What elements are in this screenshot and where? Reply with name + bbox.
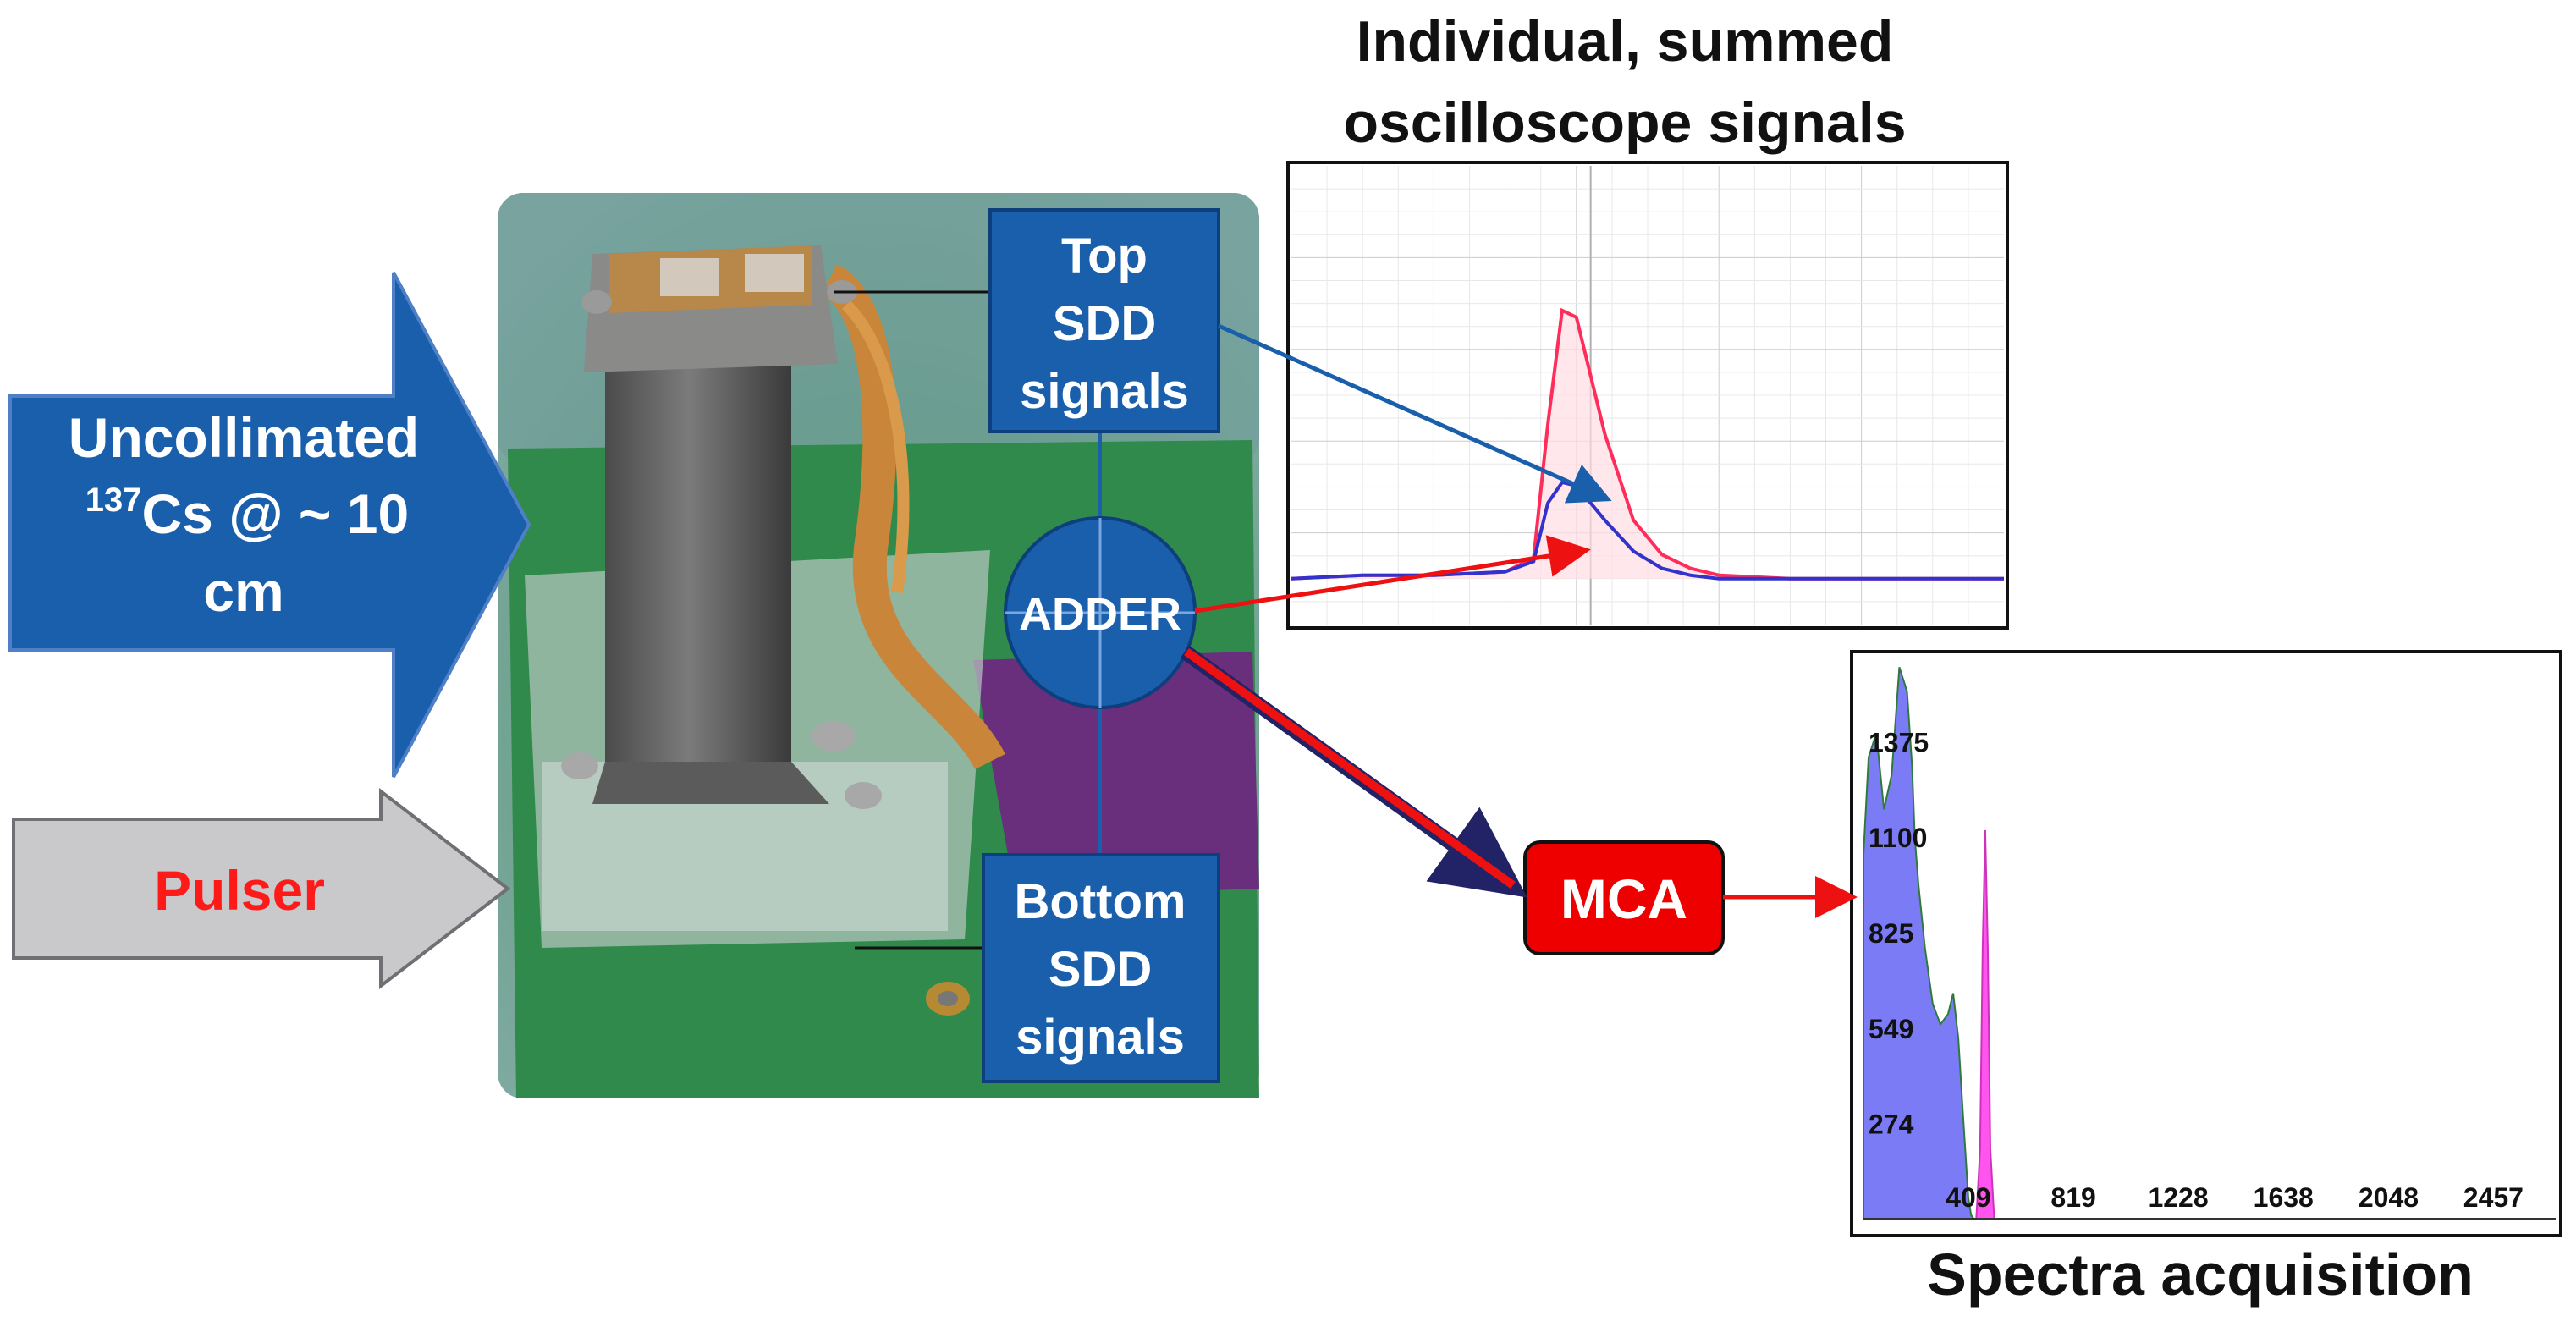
spectrum-y-tick-label: 549: [1869, 1014, 1913, 1044]
oscilloscope-title-line1: Individual, summed: [1357, 9, 1894, 74]
spectrum-caption: Spectra acquisition: [1927, 1242, 2474, 1308]
spectrum-y-tick-label: 1100: [1869, 823, 1927, 853]
isotope-label: Cs @ ~ 10: [142, 482, 410, 545]
spectrum-series: [1863, 666, 1995, 1220]
top-sdd-line1: Top: [1061, 229, 1148, 284]
spectrum-y-tick-label: 825: [1869, 918, 1913, 949]
spectrum-x-tick-label: 2048: [2359, 1182, 2419, 1213]
oscilloscope-title-line2: oscilloscope signals: [1343, 91, 1906, 155]
mca-box: MCA: [1523, 840, 1725, 955]
spectrum-x-tick-label: 819: [2050, 1182, 2095, 1213]
spectrum-y-tick-label: 274: [1869, 1110, 1914, 1140]
source-label-line3: cm: [203, 560, 283, 623]
spectrum-axes: 409 819 1228 1638 2048 2457 274 549 825 1100 1375: [1863, 727, 2556, 1220]
adder-to-mca-arrow: [1184, 647, 1516, 889]
adder-node: ADDER: [1004, 516, 1197, 709]
spectrum-x-tick-label: 409: [1946, 1182, 1990, 1213]
spectrum-x-tick-label: 2457: [2463, 1182, 2524, 1213]
spectrum-chart: 409 819 1228 1638 2048 2457 274 549 825 1100 1375: [1850, 650, 2562, 1237]
mca-label: MCA: [1560, 867, 1687, 930]
top-sdd-line2: SDD: [1053, 296, 1156, 351]
source-label-line2: 137Cs @ ~ 10: [85, 482, 409, 545]
source-arrow: Uncollimated 137Cs @ ~ 10 cm: [8, 272, 531, 778]
top-sdd-line3: signals: [1020, 364, 1189, 419]
isotope-mass-number: 137: [85, 482, 142, 519]
bottom-sdd-box: Bottom SDD signals: [982, 853, 1220, 1083]
oscilloscope-chart: [1286, 161, 2009, 630]
top-to-scope-arrow: [1217, 323, 1612, 504]
adder-to-scope-arrow: [1194, 535, 1591, 614]
bottom-sdd-line1: Bottom: [1015, 874, 1186, 929]
top-sdd-box: Top SDD signals: [988, 208, 1220, 433]
spectrum-x-tick-label: 1638: [2254, 1182, 2314, 1213]
bottom-sdd-line2: SDD: [1049, 942, 1152, 997]
spectrum-x-tick-label: 1228: [2148, 1182, 2208, 1213]
adder-label: ADDER: [1019, 589, 1181, 640]
spectrum-y-tick-label: 1375: [1869, 727, 1929, 757]
bottom-sdd-line3: signals: [1016, 1010, 1185, 1065]
pulser-arrow: Pulser: [12, 787, 511, 990]
spectrum-main-area: [1863, 666, 1976, 1220]
spectrum-pulser-peak: [1975, 829, 1995, 1220]
source-label-line1: Uncollimated: [69, 406, 419, 469]
pulser-label: Pulser: [154, 859, 325, 922]
